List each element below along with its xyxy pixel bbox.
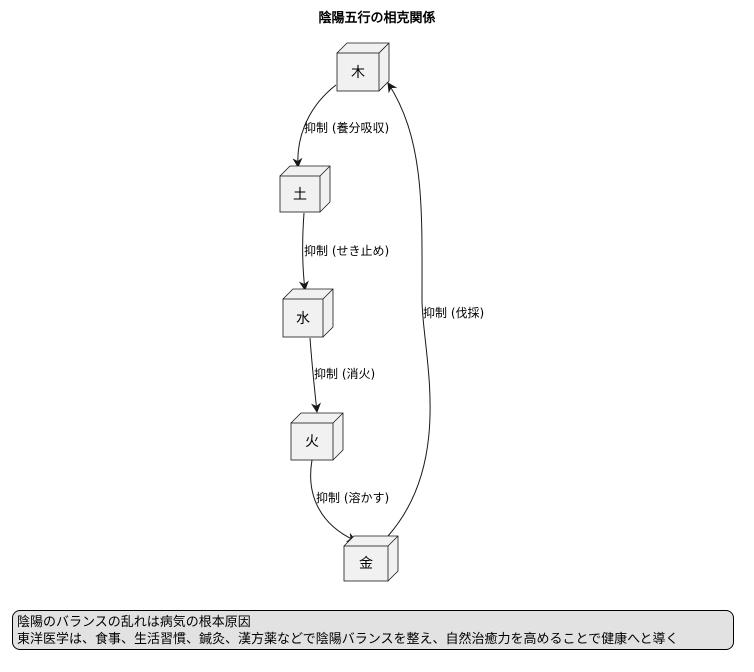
edge-label-fire-to-metal: 抑制 (溶かす) <box>316 490 389 505</box>
edge-fire-to-metal <box>310 459 357 542</box>
diagram-title: 陰陽五行の相克関係 <box>318 10 435 26</box>
node-label-water: 水 <box>296 311 310 327</box>
legend-box: 陰陽のバランスの乱れは病気の根本原因 東洋医学は、食事、生活習慣、鍼灸、漢方薬な… <box>12 610 734 650</box>
node-wood: 木 <box>336 42 390 92</box>
edge-label-earth-to-water: 抑制 (せき止め) <box>304 243 389 258</box>
edge-label-wood-to-earth: 抑制 (養分吸収) <box>304 120 389 135</box>
edges <box>292 82 431 542</box>
edge-label-water-to-fire: 抑制 (消火) <box>314 366 375 381</box>
node-label-metal: 金 <box>359 556 373 572</box>
node-label-wood: 木 <box>351 65 365 81</box>
node-label-earth: 土 <box>293 187 307 203</box>
node-fire: 火 <box>290 412 344 461</box>
edge-label-metal-to-wood: 抑制 (伐採) <box>423 305 484 320</box>
legend-line-2: 東洋医学は、食事、生活習慣、鍼灸、漢方薬などで陰陽バランスを整え、自然治癒力を高… <box>17 632 679 647</box>
node-metal: 金 <box>343 535 399 582</box>
node-earth: 土 <box>279 165 331 213</box>
edge-earth-to-water <box>298 212 309 291</box>
node-water: 水 <box>282 288 334 338</box>
legend-line-1: 陰陽のバランスの乱れは病気の根本原因 <box>17 615 251 630</box>
edge-wood-to-earth <box>292 84 337 168</box>
edge-water-to-fire <box>309 337 321 413</box>
node-label-fire: 火 <box>305 434 319 450</box>
edge-metal-to-wood <box>387 82 431 537</box>
